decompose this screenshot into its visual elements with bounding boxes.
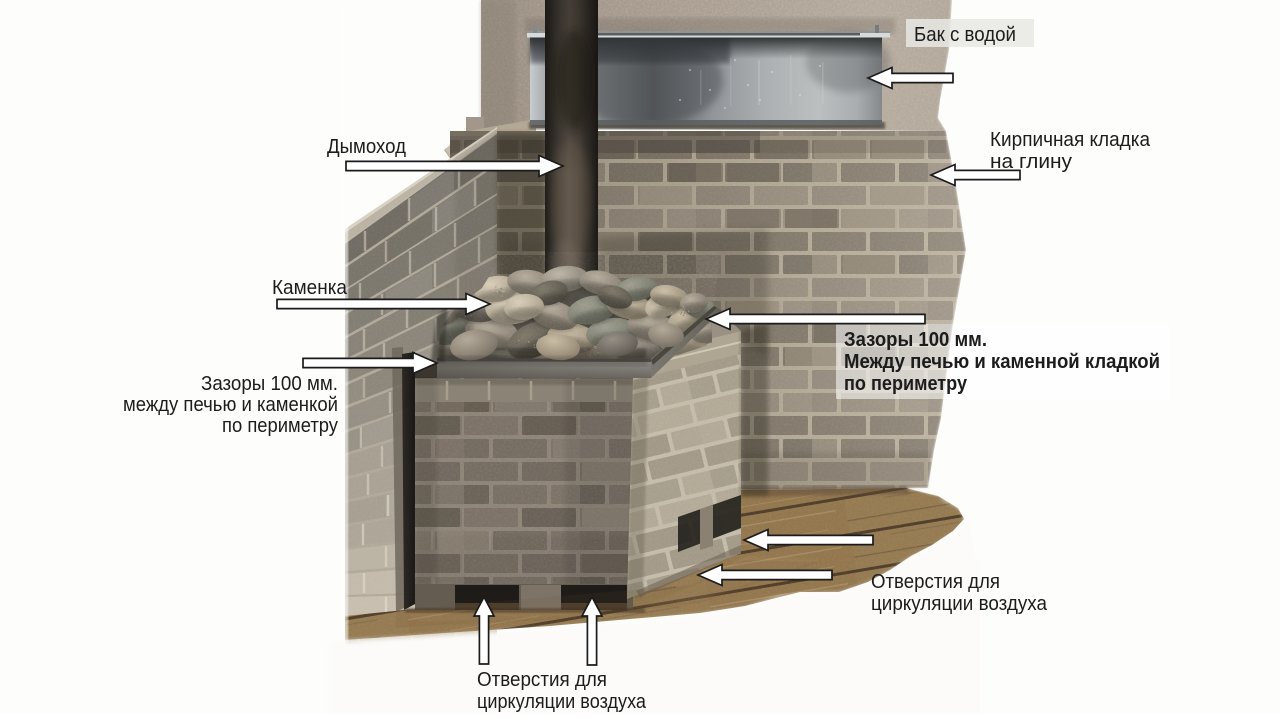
svg-text:Каменка: Каменка [272,277,348,299]
svg-text:Дымоход: Дымоход [327,136,406,158]
svg-text:Отверстия для: Отверстия для [871,571,1000,593]
svg-text:между печью и каменкой: между печью и каменкой [123,394,338,416]
svg-text:на глину: на глину [990,151,1072,173]
svg-text:циркуляции воздуха: циркуляции воздуха [871,593,1048,615]
svg-text:Зазоры 100 мм.: Зазоры 100 мм. [201,373,338,395]
svg-text:Отверстия для: Отверстия для [477,669,607,691]
svg-text:циркуляции воздуха: циркуляции воздуха [477,691,647,713]
svg-text:Зазоры 100 мм.: Зазоры 100 мм. [844,329,987,351]
svg-text:Между печью и каменной кладкой: Между печью и каменной кладкой [844,351,1160,373]
svg-text:по периметру: по периметру [222,415,338,437]
svg-text:Бак с водой: Бак с водой [914,24,1016,46]
svg-text:по периметру: по периметру [844,373,968,395]
svg-text:Кирпичная кладка: Кирпичная кладка [990,129,1151,151]
